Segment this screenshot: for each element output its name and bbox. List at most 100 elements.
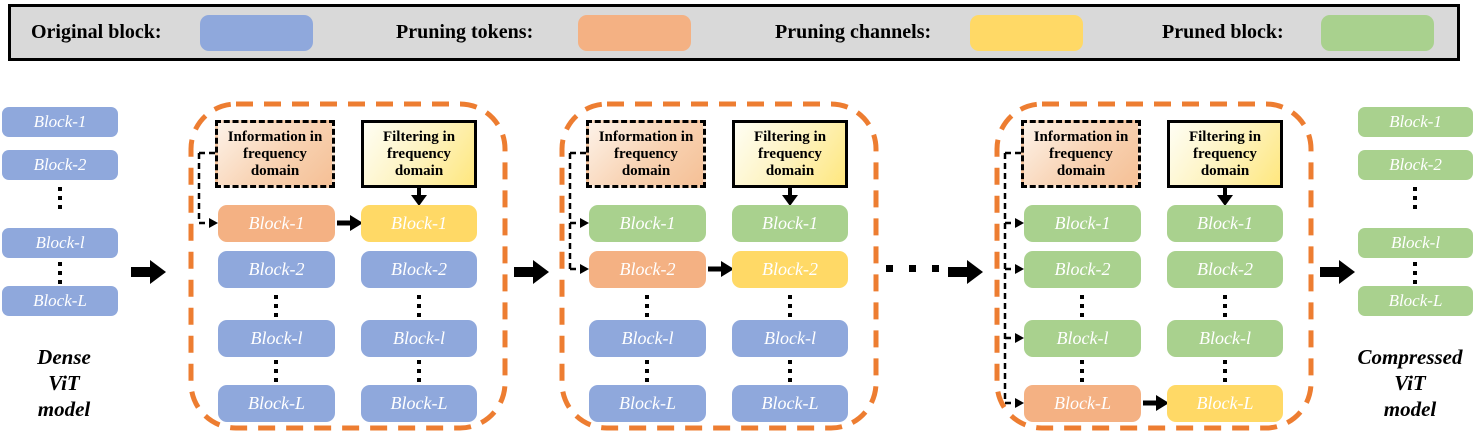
dot [417,378,421,382]
dot [1223,369,1227,373]
dot [788,313,792,317]
right-arrow-icon [131,260,166,284]
stage-1-arrows [188,101,508,431]
compressed-model-label: Compressed ViT model [1357,345,1463,421]
stage1-left-block-1: Block-1 [218,205,335,242]
legend-swatch-pruned-block [1321,15,1434,51]
legend-swatch-pruning-tokens [578,15,691,51]
info-frequency-box: Information in frequency domain [586,120,706,188]
dot [1223,313,1227,317]
token-to-channel-arrow [721,261,734,277]
ellipsis [645,295,649,322]
stage3-right-block-1: Block-1 [1167,205,1283,242]
dot [58,196,62,200]
dot [1223,378,1227,382]
legend-swatch-original-block [200,15,313,51]
filter-down-arrow [411,195,427,206]
dot [1080,360,1084,364]
stage3-right-block-L: Block-L [1167,385,1283,422]
stage-1: Information in frequency domain Filterin… [187,100,509,432]
stage3-right-block-l: Block-l [1167,320,1283,357]
ellipsis [645,360,649,387]
flow-arrow-4 [1320,259,1356,285]
stage2-right-block-2: Block-2 [732,251,848,288]
legend-bar: Original block: Pruning tokens: Pruning … [8,4,1460,61]
stage1-left-block-L: Block-L [218,385,335,422]
dot [274,369,278,373]
dot [274,313,278,317]
stage-2: Information in frequency domain Filterin… [558,100,880,432]
right-arrow-icon [514,260,549,284]
info-frequency-box: Information in frequency domain [215,120,335,188]
stage-2-arrows [559,101,879,431]
legend-label-original: Original block: [31,21,162,43]
stage3-left-block-l: Block-l [1024,320,1141,357]
dot [274,295,278,299]
dot [58,280,62,284]
feedback-arrow-row2 [580,264,589,274]
dot [1413,196,1417,200]
dot [645,313,649,317]
dot [788,295,792,299]
dot [788,360,792,364]
legend-label-pruned-block: Pruned block: [1162,21,1284,43]
right-arrow-icon [948,260,983,284]
dot [1080,369,1084,373]
right-arrow-icon [1320,260,1355,284]
feedback-arrow-row2 [1015,264,1024,274]
feedback-arrow-row1 [209,218,218,228]
dot [1413,262,1417,266]
dot [886,265,893,272]
dot [417,313,421,317]
ellipsis [274,295,278,322]
stage1-left-block-2: Block-2 [218,251,335,288]
dot [1413,271,1417,275]
ellipsis [417,360,421,387]
filter-frequency-box: Filtering in frequency domain [1167,120,1283,188]
filter-frequency-box: Filtering in frequency domain [732,120,848,188]
dot [417,304,421,308]
compressed-block-L: Block-L [1358,286,1473,316]
legend-swatch-pruning-channels [970,15,1083,51]
token-to-channel-arrow [1156,395,1169,411]
stage2-right-block-1: Block-1 [732,205,848,242]
stage2-left-block-1: Block-1 [589,205,706,242]
dot [788,369,792,373]
feedback-arrow-row1 [580,218,589,228]
feedback-arrow-row4 [1015,398,1024,408]
dot [1080,295,1084,299]
flow-arrow-2 [514,259,550,285]
dot [58,271,62,275]
stage1-left-block-l: Block-l [218,320,335,357]
stage-3: Information in frequency domain Filterin… [993,100,1315,432]
stage2-right-block-l: Block-l [732,320,848,357]
stage-outline [188,101,508,431]
compressed-block-2: Block-2 [1358,150,1473,180]
ellipsis [1223,360,1227,387]
stage-3-arrows [994,101,1314,431]
dot [1080,304,1084,308]
feedback-arrow-row3 [1015,333,1024,343]
legend-label-pruning-channels: Pruning channels: [775,21,932,43]
dot [1223,360,1227,364]
dense-model-label: Dense ViT model [37,345,91,421]
dot [417,369,421,373]
dense-block-2: Block-2 [2,150,118,180]
info-frequency-box: Information in frequency domain [1021,120,1141,188]
compressed-block-l: Block-l [1358,228,1473,258]
dot [1223,304,1227,308]
dot [1080,313,1084,317]
dot [909,265,916,272]
dot [58,205,62,209]
compressed-ellipsis-1 [1413,187,1417,214]
feedback-arrow-row1 [1015,218,1024,228]
compressed-ellipsis-2 [1413,262,1417,289]
stage-outline [994,101,1314,431]
dot [417,295,421,299]
filter-down-arrow [1217,195,1233,206]
dense-ellipsis-1 [58,187,62,214]
flow-arrow-3 [948,259,984,285]
token-to-channel-arrow [350,215,363,231]
dot [417,360,421,364]
stage2-left-block-2: Block-2 [589,251,706,288]
